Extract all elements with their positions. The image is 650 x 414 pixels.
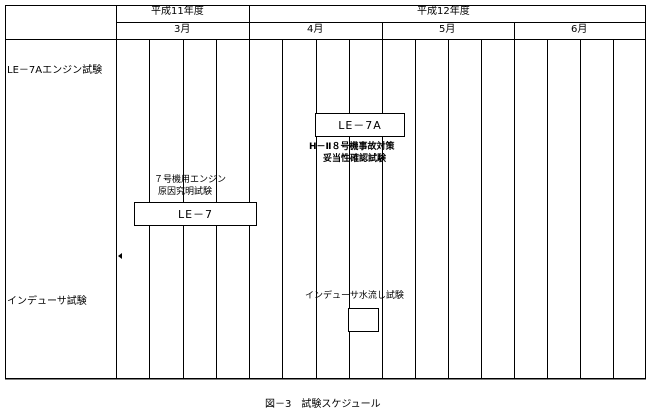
month-label: 6月 [571,24,588,35]
task-bar-label [349,309,378,331]
annotation-h2-line1: H－Ⅱ８号機事故対策 [309,142,395,152]
figure-caption: 図－3 試験スケジュール [265,399,381,410]
annotation-inducer: インデューサ水流し試験 [305,291,404,301]
month-label: 5月 [439,24,456,35]
triangle-marker-icon [118,253,122,259]
annotation-h2-line2: 妥当性確認試験 [323,154,387,164]
month-label: 4月 [307,24,324,35]
row-label: インデューサ試験 [7,296,87,307]
month-label: 3月 [174,24,191,35]
task-bar-label: LE－7A [338,119,382,132]
annotation-le7-line2: 原因究明試験 [158,187,213,197]
task-bar-inducer [348,308,379,332]
task-bar-le7a: LE－7A [315,113,405,137]
fiscal-year-label: 平成12年度 [417,6,470,17]
fiscal-year-label: 平成11年度 [151,6,204,17]
task-bar-le7: LE－7 [134,202,257,226]
row-label: LE－7Aエンジン試験 [7,65,103,76]
task-bar-label: LE－7 [177,208,214,221]
annotation-le7-line1: ７号機用エンジン [154,175,227,185]
